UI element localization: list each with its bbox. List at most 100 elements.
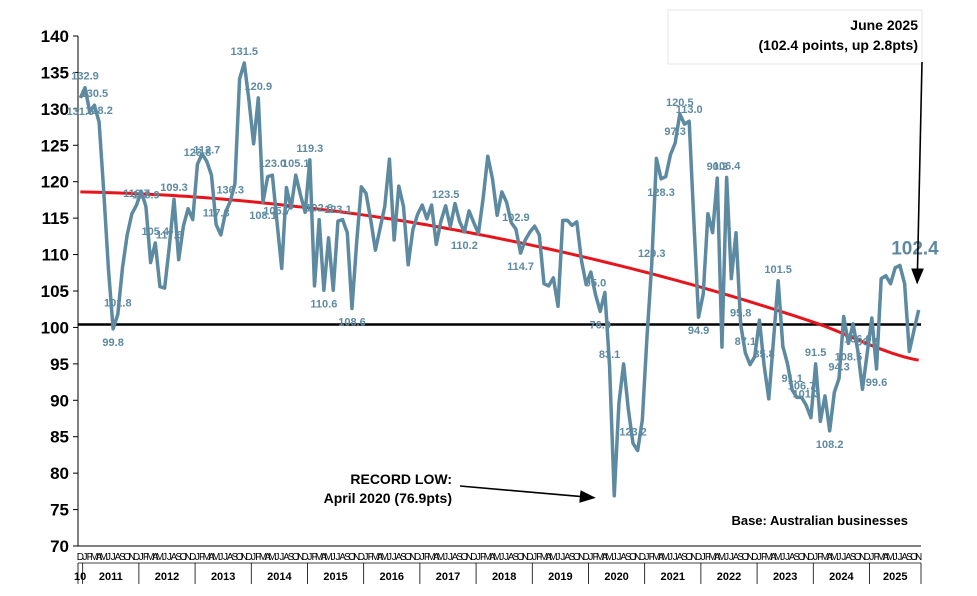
month-tick-label: J [532, 552, 537, 563]
month-tick-label: M [774, 552, 782, 563]
month-tick-label: A [826, 552, 833, 563]
month-tick-label: S [344, 552, 351, 563]
month-tick-label: J [106, 552, 111, 563]
month-tick-label: J [162, 552, 167, 563]
data-label: 123.5 [432, 189, 460, 201]
month-tick-label: J [869, 552, 874, 563]
june-2025-annotation-line-1: June 2025 [850, 17, 918, 33]
y-tick-label: 75 [50, 501, 69, 520]
month-tick-label: O [573, 552, 581, 563]
month-tick-label: F [87, 552, 93, 563]
base-note: Base: Australian businesses [731, 513, 908, 528]
month-tick-label: A [208, 552, 215, 563]
month-tick-label: J [476, 552, 481, 563]
month-tick-label: F [536, 552, 542, 563]
month-tick-label: J [218, 552, 223, 563]
month-tick-label: A [883, 552, 890, 563]
month-tick-label: N [128, 552, 135, 563]
year-tick-label: 2017 [436, 571, 460, 583]
month-tick-label: J [645, 552, 650, 563]
month-tick-label: O [460, 552, 468, 563]
month-tick-label: A [508, 552, 515, 563]
month-tick-label: O [517, 552, 525, 563]
month-tick-label: F [817, 552, 823, 563]
month-tick-label: J [139, 552, 144, 563]
month-tick-label: D [695, 552, 702, 563]
data-label: 108.6 [338, 316, 366, 328]
data-label: 119.3 [296, 143, 323, 155]
month-tick-label: S [400, 552, 407, 563]
data-label: 76.9 [589, 319, 610, 331]
month-tick-label: S [681, 552, 688, 563]
month-tick-label: A [620, 552, 627, 563]
month-tick-label: J [780, 552, 785, 563]
data-label: 87.1 [735, 336, 756, 348]
data-label: 131.5 [67, 106, 95, 118]
data-label: 105.1 [282, 158, 310, 170]
data-label: 99.8 [102, 337, 123, 349]
data-label: 128.2 [85, 105, 113, 117]
data-label: 108.5 [835, 351, 863, 363]
month-tick-label: N [859, 552, 866, 563]
month-tick-label: M [315, 552, 323, 563]
month-tick-label: A [96, 552, 103, 563]
month-tick-label: J [612, 552, 617, 563]
month-tick-label: S [625, 552, 632, 563]
y-tick-label: 120 [41, 173, 69, 192]
month-tick-label: A [789, 552, 796, 563]
data-label: 102.9 [502, 212, 530, 224]
year-tick-label: 10 [74, 571, 86, 583]
month-tick-label: J [387, 552, 392, 563]
month-tick-label: A [489, 552, 496, 563]
month-tick-label: A [114, 552, 121, 563]
month-tick-label: J [275, 552, 280, 563]
month-tick-label: A [658, 552, 665, 563]
month-tick-label: A [433, 552, 440, 563]
month-tick-label: J [897, 552, 902, 563]
month-tick-label: M [156, 552, 164, 563]
month-tick-label: A [676, 552, 683, 563]
month-tick-label: J [616, 552, 621, 563]
month-tick-label: D [77, 552, 84, 563]
month-tick-label: J [364, 552, 369, 563]
data-label: 106.7 [788, 380, 816, 392]
month-tick-label: A [545, 552, 552, 563]
month-tick-label: A [452, 552, 459, 563]
year-tick-label: 2019 [548, 571, 572, 583]
month-tick-label: A [845, 552, 852, 563]
confidence-series-line [78, 61, 921, 498]
month-tick-label: N [746, 552, 753, 563]
month-tick-label: O [854, 552, 862, 563]
record-low-annotation-line-2: April 2020 (76.9pts) [324, 490, 452, 506]
month-tick-label: O [404, 552, 412, 563]
month-tick-label: F [480, 552, 486, 563]
month-tick-label: F [705, 552, 711, 563]
year-tick-label: 2011 [99, 571, 123, 583]
data-label: 94.3 [828, 361, 849, 373]
y-tick-label: 130 [41, 100, 69, 119]
month-tick-label: N [353, 552, 360, 563]
month-tick-label: D [470, 552, 477, 563]
month-tick-label: A [339, 552, 346, 563]
month-tick-label: O [179, 552, 187, 563]
june-2025-annotation-box [667, 9, 923, 65]
month-tick-label: A [152, 552, 159, 563]
year-tick-label: 2013 [211, 571, 235, 583]
month-tick-label: M [371, 552, 379, 563]
month-tick-label: J [111, 552, 116, 563]
y-tick-label: 85 [50, 428, 69, 447]
month-tick-label: N [465, 552, 472, 563]
month-tick-label: N [241, 552, 248, 563]
data-label: 123.1 [324, 204, 352, 216]
month-tick-label: S [232, 552, 239, 563]
month-tick-label: M [718, 552, 726, 563]
month-tick-label: O [798, 552, 806, 563]
month-tick-label: J [841, 552, 846, 563]
data-label: 123.0 [259, 158, 287, 170]
month-tick-label: O [236, 552, 244, 563]
month-tick-label: M [203, 552, 211, 563]
month-tick-label: J [499, 552, 504, 563]
record-low-annotation-line-1: RECORD LOW: [350, 471, 452, 487]
